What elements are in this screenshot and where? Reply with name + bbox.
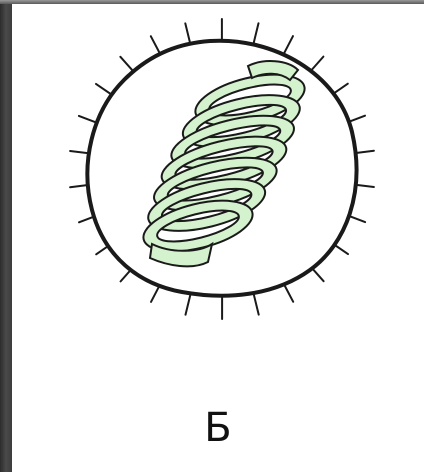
virus-particle-illustration — [12, 4, 424, 344]
figure-caption: Б — [12, 408, 424, 448]
